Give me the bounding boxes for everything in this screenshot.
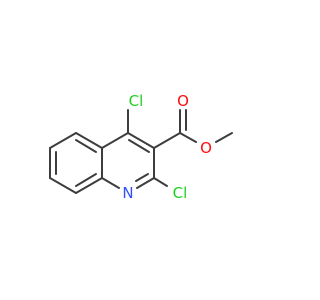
bond-n1-c8a — [101, 177, 120, 189]
bond-oester-methyl — [215, 132, 233, 143]
atom-n1: N — [122, 184, 133, 202]
bond-c7-c6 — [49, 177, 77, 194]
bond-ccarbonyl-oester — [179, 132, 197, 143]
bond-c2-cl — [153, 177, 168, 187]
bond-c4-c3 — [127, 132, 155, 149]
molecule-structure: Cl Cl N O O — [49, 92, 233, 202]
bond-c2-n1-double — [135, 173, 149, 182]
bond-c2-n1 — [136, 177, 155, 189]
bond-c8a-c8 — [49, 132, 77, 149]
bond-c6-c5-double — [75, 173, 97, 187]
bond-c4a-c8a — [75, 132, 103, 149]
atom-o-ester: O — [200, 139, 212, 157]
atom-o-carbonyl: O — [177, 92, 189, 110]
bond-c4a-c8a-double — [75, 139, 97, 153]
bond-c4a-c4 — [101, 132, 129, 149]
atom-cl2: Cl — [173, 184, 188, 202]
bond-c4-c3-double — [128, 139, 150, 153]
bond-c6-c5 — [75, 177, 103, 194]
bond-c3-ccarbonyl — [153, 132, 181, 149]
atom-cl4: Cl — [129, 92, 144, 110]
